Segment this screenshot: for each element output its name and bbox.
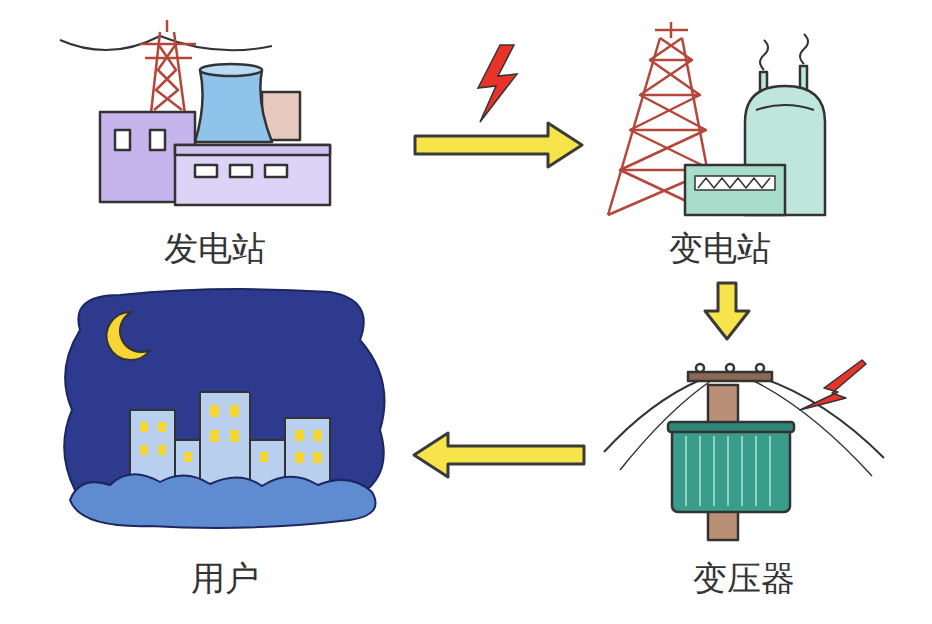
node-label: 变压器 [689, 558, 799, 599]
substation-picture [608, 22, 825, 215]
node-label: 变电站 [665, 228, 775, 269]
power-plant-picture [60, 20, 330, 205]
substation-node: 变电站 [590, 20, 850, 277]
transformer-picture [604, 360, 884, 540]
city-picture [64, 289, 384, 528]
transformer-node: 变压器 [598, 345, 890, 607]
user-node: 用户 [50, 283, 400, 607]
power-plant-node: 发电站 [85, 15, 345, 277]
node-label: 用户 [187, 558, 263, 599]
flow-arrow [414, 433, 584, 477]
lightning-bolt [800, 360, 866, 410]
flow-arrow [415, 123, 582, 167]
flow-arrow [705, 283, 749, 339]
lightning-bolt [478, 45, 517, 122]
node-label: 发电站 [160, 228, 270, 269]
